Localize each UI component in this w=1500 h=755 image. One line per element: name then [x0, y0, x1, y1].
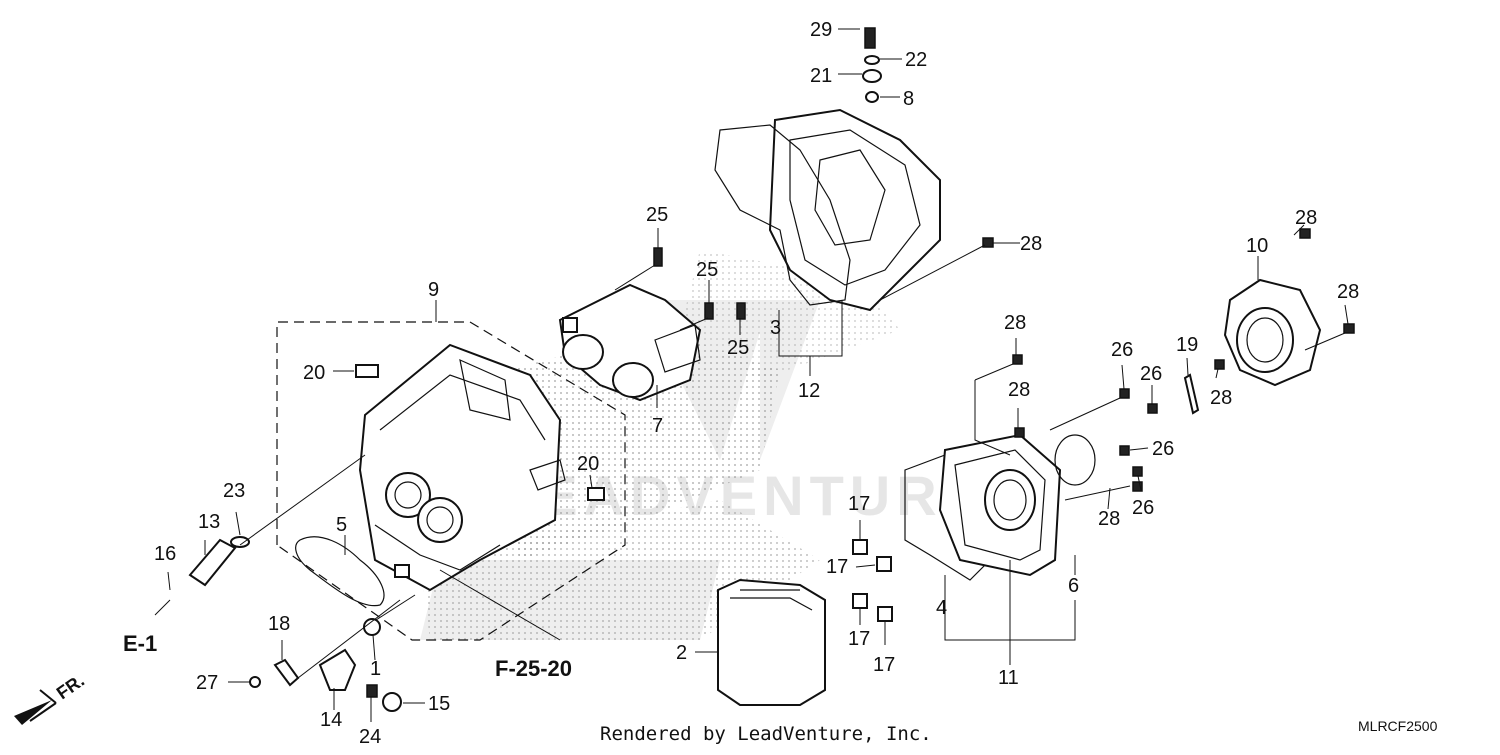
callout-1: 1	[370, 658, 381, 680]
callout-11: 11	[998, 667, 1019, 689]
callout-24: 24	[359, 726, 381, 748]
tube-part-14	[318, 648, 357, 691]
callout-26d: 26	[1132, 497, 1154, 519]
front-label: FR.	[53, 670, 88, 703]
ref-f2520: F-25-20	[495, 656, 572, 681]
front-arrow-icon	[14, 689, 57, 725]
callout-28e: 28	[1008, 379, 1030, 401]
air-cleaner-case-part-9	[276, 300, 626, 641]
front-cover-part-6	[904, 433, 1096, 581]
rendered-by-credit: Rendered by LeadVenture, Inc.	[600, 723, 932, 745]
funnel-part-7	[558, 283, 702, 402]
callout-6: 6	[1068, 575, 1079, 597]
callout-28f: 28	[1210, 387, 1232, 409]
callout-8: 8	[903, 88, 914, 110]
filter-element-part-2	[717, 578, 826, 706]
callout-10: 10	[1246, 235, 1268, 257]
callout-28g: 28	[1098, 508, 1120, 530]
callout-25a: 25	[646, 204, 668, 226]
callout-12: 12	[798, 380, 820, 402]
callout-15: 15	[428, 693, 450, 715]
plug-part-15	[382, 692, 402, 712]
callout-9: 9	[428, 279, 439, 301]
callout-26c: 26	[1152, 438, 1174, 460]
stay-part-19	[1183, 373, 1200, 415]
tube-part-13	[188, 538, 237, 587]
callout-21: 21	[810, 65, 832, 87]
callout-26a: 26	[1111, 339, 1133, 361]
callout-4: 4	[936, 597, 947, 619]
callout-13: 13	[198, 511, 220, 533]
diagram-code: MLRCF2500	[1358, 718, 1438, 734]
callout-18: 18	[268, 613, 290, 635]
callout-14: 14	[320, 709, 342, 731]
callout-28d: 28	[1004, 312, 1026, 334]
callout-17b: 17	[826, 556, 848, 578]
callout-5: 5	[336, 514, 347, 536]
bolts	[230, 27, 1355, 698]
front-indicator: FR.	[14, 670, 88, 725]
callout-20a: 20	[303, 362, 325, 384]
callout-25b: 25	[696, 259, 718, 281]
gasket-part-5	[295, 536, 385, 607]
callout-29: 29	[810, 19, 832, 41]
ref-e1: E-1	[123, 631, 157, 656]
callout-28c: 28	[1337, 281, 1359, 303]
callout-22: 22	[905, 49, 927, 71]
callout-20b: 20	[577, 453, 599, 475]
stay-part-18	[273, 658, 300, 687]
callout-27: 27	[196, 672, 218, 694]
callout-25c: 25	[727, 337, 749, 359]
callout-26b: 26	[1140, 363, 1162, 385]
callout-3: 3	[770, 317, 781, 339]
callout-28b: 28	[1295, 207, 1317, 229]
leader-lines	[154, 28, 1349, 722]
callout-17c: 17	[848, 628, 870, 650]
callout-17a: 17	[848, 493, 870, 515]
callout-17d: 17	[873, 654, 895, 676]
callout-28a: 28	[1020, 233, 1042, 255]
callout-23: 23	[223, 480, 245, 502]
callout-19: 19	[1176, 334, 1198, 356]
callout-7: 7	[652, 415, 663, 437]
collars-part-17	[852, 539, 893, 622]
callout-2: 2	[676, 642, 687, 664]
callout-16: 16	[154, 543, 176, 565]
callout-labels: 1 2 3 4 5 6 7 8 9 10 11 12 13 14 15 16 1…	[154, 19, 1359, 748]
cover-part-10	[1223, 278, 1322, 387]
case-cover-part-3	[714, 108, 941, 312]
